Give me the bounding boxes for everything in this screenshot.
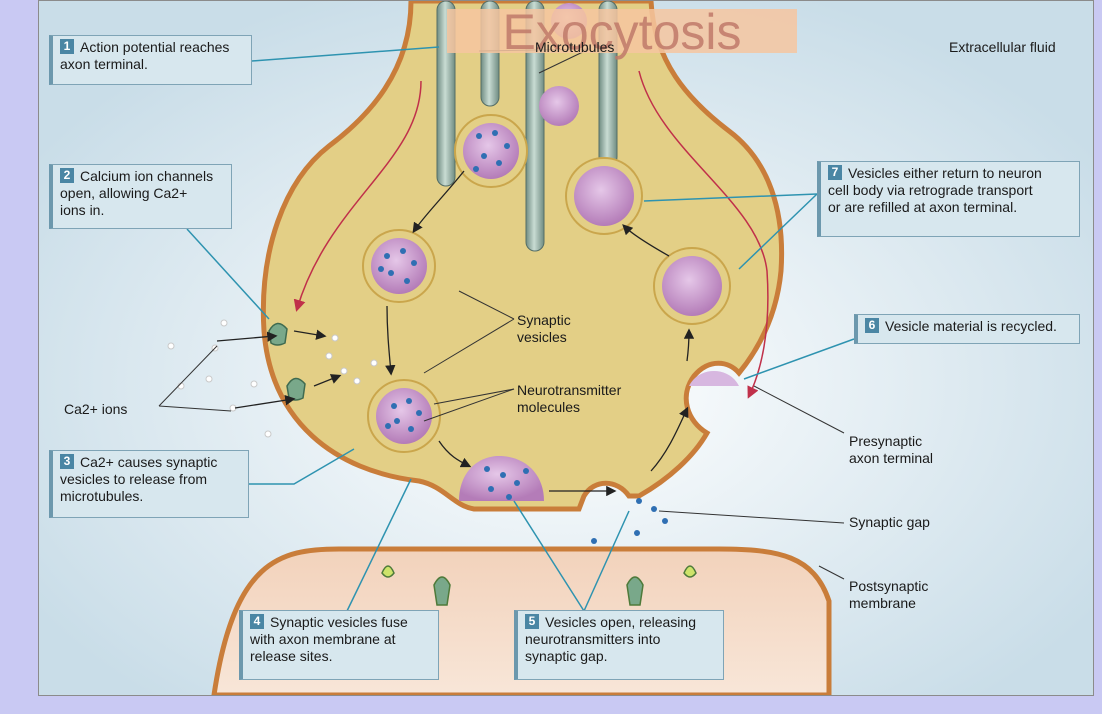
vesicle-top-2: [539, 86, 579, 126]
released-neurotransmitter: [484, 466, 668, 544]
neurotransmitter-dots-in-vesicles: [378, 130, 510, 432]
title-banner: Exocytosis: [447, 5, 797, 59]
step-6-badge: 6: [865, 318, 879, 333]
empty-vesicles: [565, 157, 731, 325]
step-2-text: Calcium ion channels open, allowing Ca2+…: [60, 168, 214, 218]
diagram-panel: Exocytosis Microtubules Extracellular fl…: [38, 0, 1094, 696]
microtubules: [436, 1, 618, 252]
step-5-badge: 5: [525, 614, 539, 629]
step-3-text: Ca2+ causes synaptic vesicles to release…: [60, 454, 218, 504]
label-postsynaptic-membrane: Postsynaptic membrane: [849, 578, 929, 611]
step-7-badge: 7: [828, 165, 842, 180]
fusing-vesicle: [459, 456, 544, 501]
step-1-text: Action potential reaches axon terminal.: [60, 39, 230, 72]
label-neurotransmitter-molecules: Neurotransmitter molecules: [517, 382, 622, 415]
step-6-callout: 6 Vesicle material is recycled.: [854, 314, 1080, 344]
label-microtubules: Microtubules: [535, 39, 615, 55]
step-1-badge: 1: [60, 39, 74, 54]
process-arrows: [216, 170, 695, 497]
label-presynaptic-terminal: Presynaptic axon terminal: [849, 433, 934, 466]
label-ca-ions: Ca2+ ions: [64, 401, 128, 417]
step-2-badge: 2: [60, 168, 74, 183]
step-3-badge: 3: [60, 454, 74, 469]
anterograde-arrow: [293, 80, 422, 312]
filled-vesicles: [362, 114, 528, 453]
label-synaptic-vesicles: Synaptic vesicles: [517, 312, 571, 345]
step-7-text: Vesicles either return to neuron cell bo…: [828, 165, 1042, 215]
step-4-text: Synaptic vesicles fuse with axon membran…: [250, 614, 408, 664]
receptor-proteins: [381, 565, 697, 606]
page-title: Exocytosis: [502, 4, 742, 60]
step-5-text: Vesicles open, releasing neurotransmitte…: [525, 614, 696, 664]
label-extracellular-fluid: Extracellular fluid: [949, 39, 1056, 55]
callout-leaders: [186, 46, 855, 612]
retrograde-arrow: [638, 70, 769, 399]
calcium-ions: [167, 319, 378, 438]
label-synaptic-gap: Synaptic gap: [849, 514, 930, 530]
step-4-badge: 4: [250, 614, 264, 629]
exocytosis-diagram: [39, 1, 1093, 695]
recycle-pocket: [689, 371, 739, 386]
step-6-text: Vesicle material is recycled.: [885, 318, 1057, 334]
